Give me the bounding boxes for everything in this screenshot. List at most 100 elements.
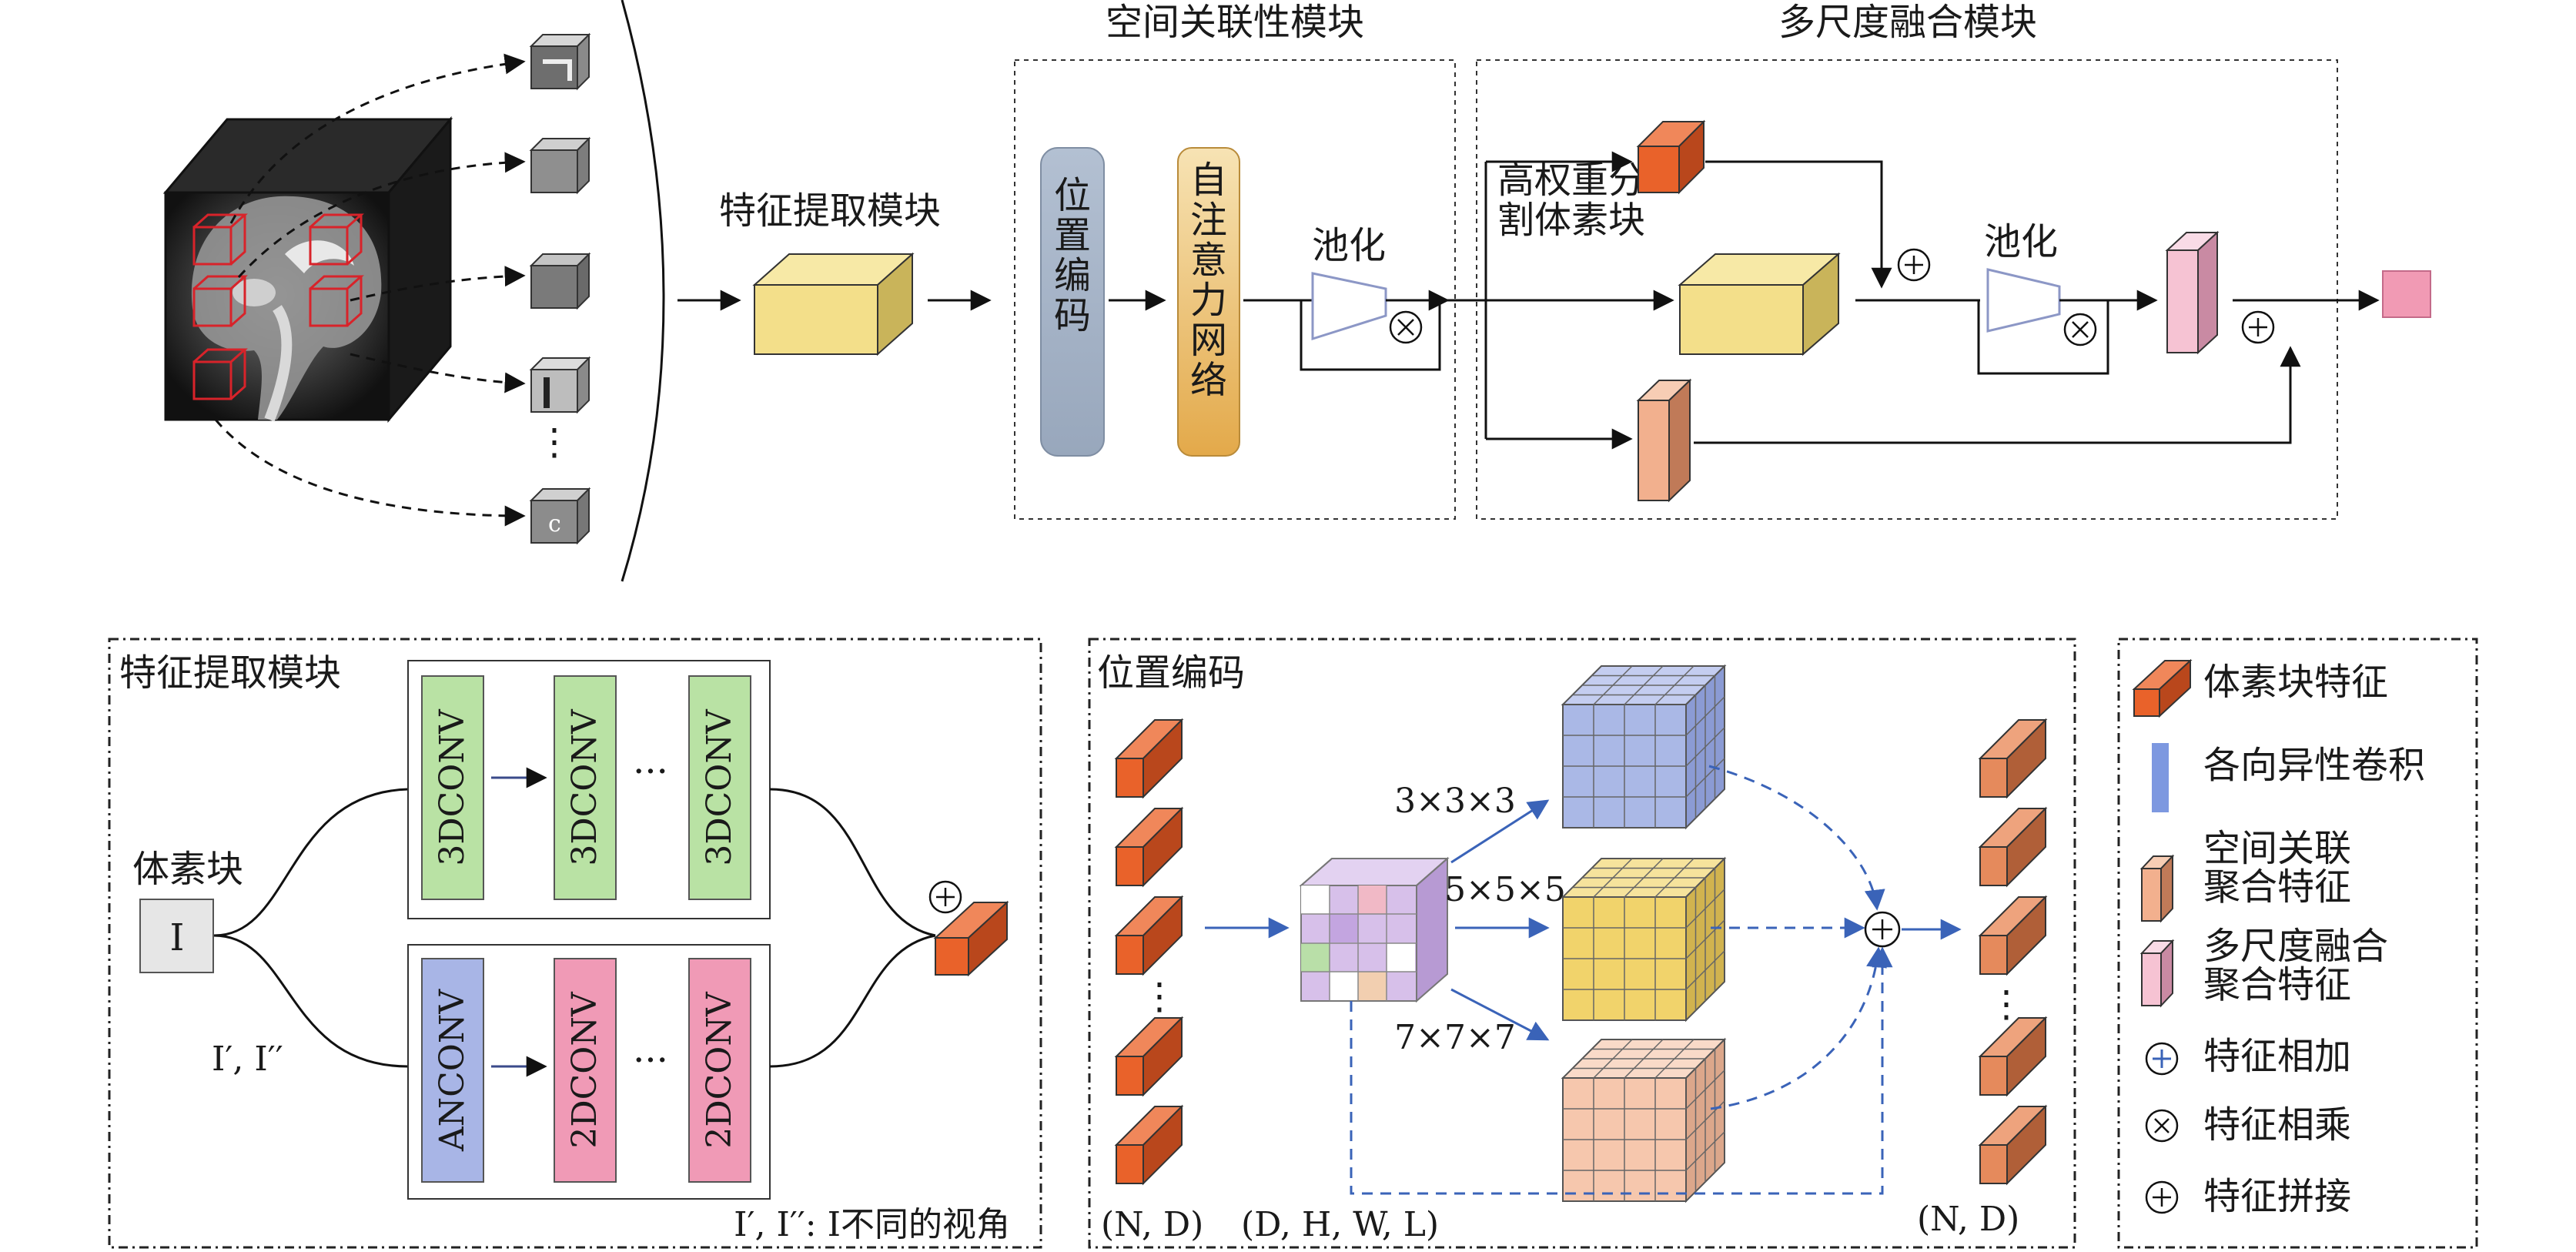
multiscale-pooling-label: 池化 <box>1984 220 2058 263</box>
legend-multiscale-swatch <box>2139 939 2175 1008</box>
left-stack-vdots: ⋮ <box>1141 975 1178 1018</box>
multiscale-aggregated-feature <box>2165 230 2220 355</box>
legend-spatial-agg-1: 空间关联 <box>2203 827 2351 870</box>
voxel-feature-in-4 <box>1114 1104 1184 1186</box>
multiscale-pooling-trapezoid <box>1986 268 2061 333</box>
voxel-feature-in-2 <box>1114 895 1184 976</box>
input-symbol: I <box>170 916 185 959</box>
legend-add-icon <box>2145 1042 2179 1076</box>
spatial-aggregated-feature <box>1636 378 1692 503</box>
views-label: I′, I′′ <box>212 1039 283 1079</box>
legend-feat-concat: 特征拼接 <box>2203 1175 2351 1218</box>
legend-aniso-conv: 各向异性卷积 <box>2203 744 2425 787</box>
conv-cube-5 <box>1561 856 1727 1023</box>
conv2d-2 <box>688 958 751 1183</box>
voxel-feature-out-4 <box>1978 1104 2048 1186</box>
input-feature-stack <box>1114 718 1184 1186</box>
feature-extraction-box <box>752 252 915 357</box>
voxel-feature-out-2 <box>1978 895 2048 976</box>
legend-multi-agg-1: 多尺度融合 <box>2203 925 2388 968</box>
patch-cubes: ⋮ c <box>214 0 665 582</box>
self-attention-pill: 自注意力网络 <box>1177 147 1240 457</box>
voxel-feature-in-1 <box>1114 806 1184 888</box>
voxel-feature-out-1 <box>1978 806 2048 888</box>
patch-cube-3 <box>529 252 591 310</box>
multiply-icon-2 <box>2063 313 2097 346</box>
split-voxel-label: 高权重分割体素块 <box>1497 159 1645 242</box>
conv3d-2-label: 3DCONV <box>565 708 604 866</box>
voxel-block-label: 体素块 <box>132 848 243 891</box>
legend-concat-icon <box>2145 1180 2179 1214</box>
spatial-pooling-trapezoid <box>1311 272 1387 341</box>
kernel-7-label: 7×7×7 <box>1394 1018 1516 1057</box>
legend-feat-add: 特征相加 <box>2203 1035 2351 1078</box>
multiscale-module-frame <box>1476 59 2338 520</box>
legend-spatial-agg-2: 聚合特征 <box>2203 865 2351 909</box>
kernel-5-label: 5×5×5 <box>1444 870 1566 909</box>
multiply-icon <box>1389 310 1423 344</box>
dims-mid: (D, H, W, L) <box>1241 1205 1439 1244</box>
legend-spatial-swatch <box>2139 854 2175 923</box>
output-feature-stack <box>1978 718 2048 1186</box>
position-cube <box>1299 856 1450 1003</box>
feature-extraction-panel <box>108 638 1042 1249</box>
conv3d-3 <box>688 675 751 900</box>
input-box <box>139 899 214 973</box>
patch-vdots: ⋮ <box>536 420 573 464</box>
mri-volume <box>162 115 453 423</box>
split-feature-box <box>1678 252 1841 357</box>
voxel-feature-in-3 <box>1114 1016 1184 1097</box>
anconv-label: ANCONV <box>433 989 472 1153</box>
anconv <box>421 958 484 1183</box>
concat-icon-left <box>928 880 962 914</box>
conv2d-1 <box>554 958 617 1183</box>
conv3d-1 <box>421 675 484 900</box>
patch-cube-label: c <box>548 511 561 537</box>
legend-mul-icon <box>2145 1109 2179 1143</box>
conv2d-2-label: 2DCONV <box>700 991 739 1149</box>
spatial-pooling-label: 池化 <box>1312 224 1386 267</box>
pos-panel-title: 位置编码 <box>1097 651 1245 695</box>
spatial-module-frame <box>1014 59 1456 520</box>
conv3d-2 <box>554 675 617 900</box>
legend-feat-mul: 特征相乘 <box>2203 1103 2351 1147</box>
patch-cube-1 <box>529 32 591 91</box>
add-icon-pos <box>1864 911 1901 948</box>
right-stack-vdots: ⋮ <box>1988 983 2025 1026</box>
high-weight-voxel-feature <box>1636 119 1706 195</box>
conv3d-1-label: 3DCONV <box>433 708 472 866</box>
add-icon-top <box>1897 248 1931 282</box>
feature-extraction-label: 特征提取模块 <box>719 189 941 233</box>
voxel-feature-out-3 <box>1978 1016 2048 1097</box>
patch-bracket <box>621 0 665 582</box>
legend-voxel-feature: 体素块特征 <box>2203 661 2388 704</box>
position-encoding-label: 位置编码 <box>1054 174 1091 337</box>
legend-voxel-feature-swatch <box>2132 658 2193 718</box>
voxel-feature-out-0 <box>1978 718 2048 799</box>
conv2d-1-label: 2DCONV <box>565 991 604 1149</box>
kernel-3-label: 3×3×3 <box>1394 782 1516 821</box>
feature-panel-title: 特征提取模块 <box>119 651 341 695</box>
legend-panel <box>2117 638 2478 1249</box>
concat-icon-top <box>2241 310 2275 344</box>
views-note: I′, I′′: I不同的视角 <box>734 1205 1010 1244</box>
row2-ellipsis: ··· <box>633 1039 668 1082</box>
conv3d-3-label: 3DCONV <box>700 708 739 866</box>
left-panel-output-feature <box>933 900 1009 977</box>
dims-left: (N, D) <box>1101 1205 1203 1244</box>
voxel-feature-in-0 <box>1114 718 1184 799</box>
multiscale-module-title: 多尺度融合模块 <box>1778 1 2037 44</box>
patch-cube-4 <box>529 356 591 414</box>
row1-ellipsis: ··· <box>633 750 668 793</box>
legend-aniso-swatch <box>2152 743 2169 812</box>
position-encoding-panel <box>1088 638 2076 1249</box>
output-square <box>2382 270 2431 318</box>
self-attention-label: 自注意力网络 <box>1190 159 1227 402</box>
dims-right: (N, D) <box>1917 1200 2019 1239</box>
position-encoding-pill: 位置编码 <box>1040 147 1105 457</box>
patch-cube-c: c <box>529 487 591 545</box>
conv-cube-7 <box>1561 1037 1727 1203</box>
patch-cube-2 <box>529 136 591 195</box>
spatial-module-title: 空间关联性模块 <box>1106 1 1364 44</box>
